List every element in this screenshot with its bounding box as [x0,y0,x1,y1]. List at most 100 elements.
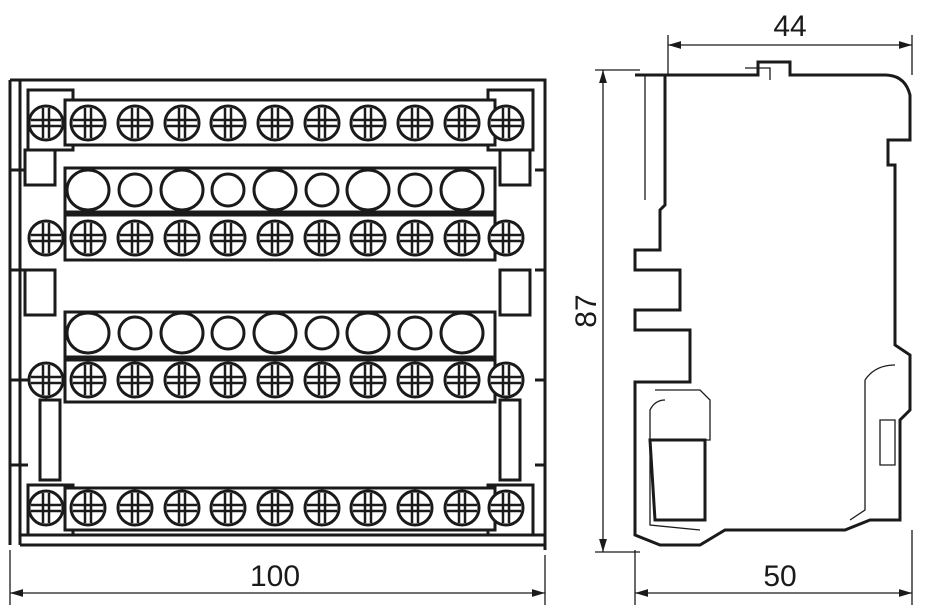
screw-icon [69,104,107,142]
screw-icon [349,489,387,527]
screw-icon [256,104,294,142]
screw-head [349,219,387,257]
terminal-hole [117,172,153,208]
screw-head [163,489,201,527]
screw-head [209,104,247,142]
screw-slot [491,365,521,395]
screw-slot [353,365,383,395]
screw-icon [303,489,341,527]
screw-icon [396,104,434,142]
screw-icon [443,104,481,142]
screw-icon [487,219,525,257]
screw-icon [209,104,247,142]
screw-head [349,489,387,527]
screw-icon [396,361,434,399]
screw-head [69,219,107,257]
screw-slot [491,223,521,253]
screw-icon [116,219,154,257]
screw-slot [260,365,290,395]
screw-icon [443,361,481,399]
screw-head [256,219,294,257]
terminal-hole [304,172,340,208]
terminal-hole [159,168,205,212]
screw-icon [303,219,341,257]
screw-slot [353,223,383,253]
screw-icon [69,219,107,257]
terminal-hole [65,168,111,212]
dimension-front-width-label: 100 [250,560,300,593]
screw-slot [447,493,477,523]
screw-slot [307,365,337,395]
screw-head [303,361,341,399]
screw-head [116,489,154,527]
screw-slot [260,493,290,523]
screw-head [256,361,294,399]
screw-head [303,219,341,257]
terminal-hole [210,172,246,208]
screw-head [163,104,201,142]
screw-head [209,361,247,399]
screw-icon [27,489,65,527]
screw-head [27,489,65,527]
terminal-hole [159,311,205,355]
screw-slot [307,493,337,523]
terminal-hole [210,315,246,351]
screw-icon [487,361,525,399]
screw-head [69,104,107,142]
screw-icon [209,489,247,527]
screw-icon [443,489,481,527]
screw-head [443,361,481,399]
screw-icon [349,219,387,257]
screw-head [256,104,294,142]
screw-slot [400,365,430,395]
screw-head [116,104,154,142]
screw-slot [353,108,383,138]
front-view [8,78,547,550]
dimension-lines [9,35,913,605]
screw-icon [163,219,201,257]
screw-slot [353,493,383,523]
screw-slot [120,223,150,253]
screw-icon [256,361,294,399]
screw-head [396,489,434,527]
screw-icon [303,361,341,399]
screw-slot [73,108,103,138]
screw-head [487,489,525,527]
dimension-side-width-label: 50 [763,560,796,593]
screw-icon [349,361,387,399]
screw-head [487,361,525,399]
screw-icon [163,361,201,399]
screw-slot [447,223,477,253]
screw-head [487,219,525,257]
screw-head [349,361,387,399]
screw-slot [491,493,521,523]
screw-slot [447,365,477,395]
screw-icon [256,219,294,257]
screw-slot [307,108,337,138]
screw-slot [400,493,430,523]
screw-slot [400,223,430,253]
screw-icon [163,104,201,142]
screw-icon [396,219,434,257]
screw-icon [69,489,107,527]
screw-icon [349,104,387,142]
terminal-hole [397,315,433,351]
terminal-hole [345,168,391,212]
screw-slot [167,223,197,253]
screw-head [69,361,107,399]
screw-slot [213,365,243,395]
screw-icon [163,489,201,527]
screw-slot [491,108,521,138]
screw-slot [31,223,61,253]
screw-head [163,219,201,257]
terminal-hole [439,311,485,355]
screw-icon [69,361,107,399]
screw-head [443,104,481,142]
screw-head [116,219,154,257]
screw-head [27,361,65,399]
screw-head [27,219,65,257]
screw-slot [167,108,197,138]
screw-slot [73,493,103,523]
screw-head [303,104,341,142]
